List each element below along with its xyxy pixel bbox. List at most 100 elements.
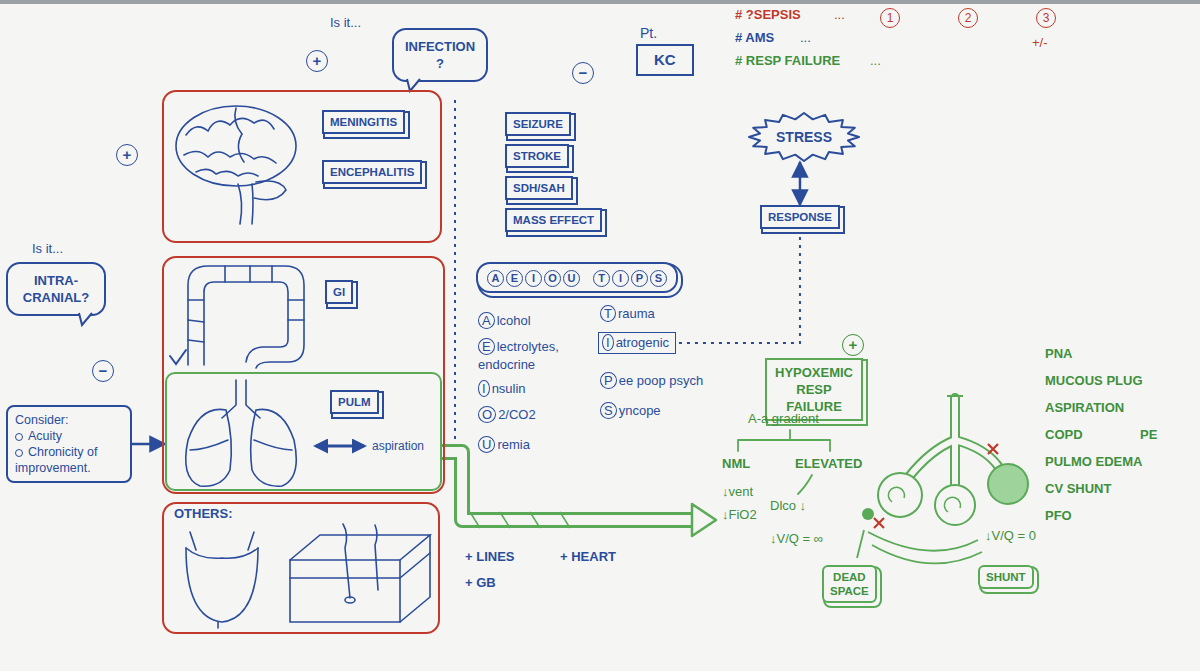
skin-side bbox=[400, 535, 430, 622]
note-label: Syncope bbox=[600, 402, 661, 420]
note-label: Uremia bbox=[478, 436, 530, 454]
bladder-drawing bbox=[186, 532, 258, 628]
note-label: 2 bbox=[958, 8, 978, 28]
note-label: 1 bbox=[880, 8, 900, 28]
node-text: O bbox=[544, 270, 561, 287]
airway bbox=[908, 398, 998, 486]
note-label: Trauma bbox=[600, 305, 655, 323]
lungs-drawing bbox=[186, 380, 297, 486]
node-text: MASS EFFECT bbox=[513, 214, 594, 226]
mnemonic-box: AEIOUTIPS bbox=[476, 262, 678, 293]
colon-inner bbox=[204, 282, 288, 365]
alveolus bbox=[878, 473, 922, 517]
arrow-band-inner bbox=[440, 452, 697, 520]
group-box: OTHERS: bbox=[162, 502, 440, 634]
node-text: I bbox=[612, 270, 629, 287]
note-label: − bbox=[572, 62, 594, 84]
node-text: Acuity bbox=[15, 428, 123, 444]
skin-top bbox=[290, 535, 430, 560]
starburst-path bbox=[749, 113, 859, 161]
note-label: Electrolytes, endocrine bbox=[478, 338, 596, 374]
starburst: STRESS bbox=[748, 112, 860, 162]
note-label: PE bbox=[1140, 426, 1157, 444]
note-label: − bbox=[92, 360, 114, 382]
node-text: STROKE bbox=[513, 150, 561, 162]
alveolus bbox=[935, 485, 975, 525]
air-flow-curl bbox=[888, 487, 960, 512]
speech-bubble: INFECTION ? bbox=[392, 28, 488, 82]
branch-line bbox=[738, 430, 830, 451]
bladder-wall bbox=[186, 548, 258, 622]
note-label: 3 bbox=[1036, 8, 1056, 28]
label-box: MENINGITIS bbox=[322, 110, 405, 134]
boxed-item: Iatrogenic bbox=[598, 332, 676, 354]
hair-bulb bbox=[345, 597, 355, 603]
hair bbox=[343, 524, 378, 598]
brain-outline bbox=[176, 106, 296, 186]
label-box: PULM bbox=[330, 390, 379, 414]
arrow-hatch bbox=[470, 512, 570, 528]
lung-fissure bbox=[190, 440, 292, 450]
note-label: Alcohol bbox=[478, 312, 531, 330]
brain-stem bbox=[238, 184, 253, 224]
board-frame bbox=[0, 0, 1200, 4]
label-box: ENCEPHALITIS bbox=[322, 160, 422, 184]
bladder-top bbox=[186, 548, 258, 558]
speech-bubble: INTRA-CRANIAL? bbox=[6, 262, 106, 316]
branch-line bbox=[798, 475, 812, 494]
patient-box: Pt.KC bbox=[636, 44, 694, 76]
node-text: ENCEPHALITIS bbox=[330, 166, 414, 178]
note-label: +/- bbox=[1032, 34, 1048, 52]
arrow-head bbox=[692, 504, 716, 536]
ureter bbox=[190, 532, 254, 628]
note-label: ASPIRATION bbox=[1045, 399, 1124, 417]
node-text: SDH/SAH bbox=[513, 182, 565, 194]
airway-lumen bbox=[908, 398, 998, 486]
node-text: RESPONSE bbox=[768, 211, 832, 223]
node-text: P bbox=[631, 270, 648, 287]
colon-outer bbox=[188, 266, 304, 368]
note-label: Dlco ↓ bbox=[770, 497, 806, 515]
node-text: I bbox=[525, 270, 542, 287]
cerebellum bbox=[254, 181, 286, 200]
note-label: + bbox=[306, 50, 328, 72]
note-label: CV SHUNT bbox=[1045, 480, 1111, 498]
note-label: A-a gradient bbox=[748, 410, 819, 428]
note-label: PFO bbox=[1045, 507, 1072, 525]
note-label: Insulin bbox=[478, 380, 526, 398]
note-label: ↓vent bbox=[722, 483, 753, 501]
note-label: ELEVATED bbox=[795, 455, 862, 473]
note-label: + HEART bbox=[560, 548, 616, 566]
node-text: INFECTION ? bbox=[405, 39, 475, 71]
label-box: RESPONSE bbox=[760, 205, 840, 229]
bubble-tail-path bbox=[79, 313, 92, 325]
node-text: Consider: bbox=[15, 412, 123, 428]
node-text: S bbox=[650, 270, 667, 287]
alveolus-filled bbox=[988, 464, 1028, 504]
node-text: OTHERS: bbox=[174, 506, 233, 521]
note-label: ... bbox=[834, 6, 845, 24]
group-box: GI PULM bbox=[162, 256, 445, 494]
node-text: T bbox=[593, 270, 610, 287]
capillary bbox=[868, 532, 982, 563]
note-label: ... bbox=[870, 52, 881, 70]
trachea bbox=[222, 380, 260, 418]
node-text: A bbox=[487, 270, 504, 287]
label-box: GI bbox=[325, 280, 353, 304]
node-text: HYPOXEMIC RESP FAILURE bbox=[775, 365, 853, 414]
blocked-x bbox=[874, 518, 884, 528]
brain-sulcus bbox=[235, 108, 244, 162]
note-label: + GB bbox=[465, 574, 496, 592]
label-box: SEIZURE bbox=[505, 112, 571, 136]
skin-front bbox=[290, 560, 400, 622]
mucus-plug-x bbox=[988, 444, 998, 454]
note-box: Consider:AcuityChronicity of improvement… bbox=[6, 405, 132, 483]
note-label: PULMO EDEMA bbox=[1045, 453, 1143, 471]
note-label: NML bbox=[722, 455, 750, 473]
note-label: ↓V/Q = ∞ bbox=[770, 530, 823, 548]
note-label: Is it... bbox=[32, 240, 63, 258]
trachea-cap bbox=[947, 395, 963, 397]
colon-drawing bbox=[170, 266, 304, 368]
node-text: U bbox=[563, 270, 580, 287]
check-mark bbox=[170, 350, 186, 364]
